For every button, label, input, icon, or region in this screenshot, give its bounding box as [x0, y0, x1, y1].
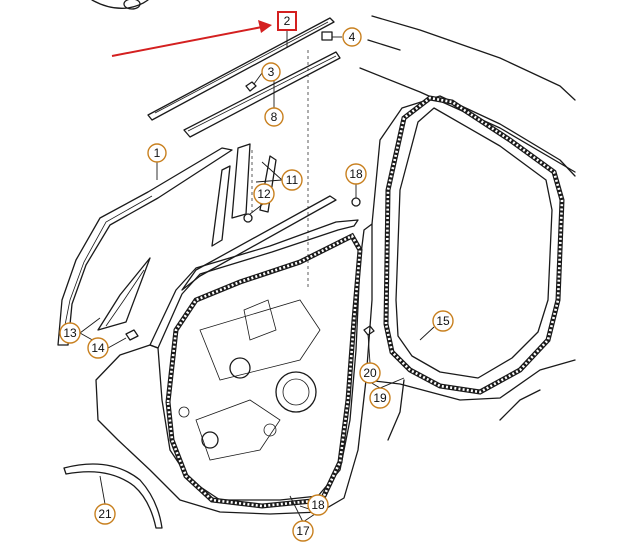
callout-3-label: 3: [268, 65, 275, 79]
callout-13[interactable]: 13: [59, 322, 81, 344]
plug-part-18-upper: [351, 197, 361, 207]
callout-11-label: 11: [286, 173, 299, 187]
callout-4[interactable]: 4: [342, 27, 362, 47]
callout-20-label: 20: [363, 366, 377, 380]
window-inner-strip: [183, 51, 341, 138]
clip-part-14: [125, 329, 139, 341]
wheel-arch-trim: [63, 463, 163, 529]
callout-21-label: 21: [98, 507, 112, 521]
plug-part-20: [363, 325, 375, 336]
door-opening-seal: [383, 95, 565, 395]
clip-part-4: [321, 31, 333, 41]
callout-11[interactable]: 11: [281, 169, 303, 191]
callout-17[interactable]: 17: [292, 520, 314, 542]
callout-2-label: 2: [284, 14, 291, 28]
callout-8[interactable]: 8: [264, 107, 284, 127]
callout-14[interactable]: 14: [87, 337, 109, 359]
callout-21[interactable]: 21: [94, 503, 116, 525]
callout-15[interactable]: 15: [432, 310, 454, 332]
callout-18-upper-label: 18: [349, 167, 363, 181]
callout-19[interactable]: 19: [369, 387, 391, 409]
pointer-arrow: [111, 20, 272, 57]
callout-4-label: 4: [349, 30, 356, 44]
callout-3[interactable]: 3: [261, 62, 281, 82]
quarter-glass-strip: [211, 143, 277, 247]
callout-1[interactable]: 1: [147, 143, 167, 163]
clip-part-3: [245, 81, 257, 92]
callout-1-label: 1: [154, 146, 161, 160]
callout-17-label: 17: [296, 524, 310, 538]
callout-20[interactable]: 20: [359, 362, 381, 384]
window-outer-strip: [147, 17, 335, 121]
callout-18-upper[interactable]: 18: [345, 163, 367, 185]
callout-18-lower-label: 18: [311, 498, 325, 512]
wheel-fragment: [91, 0, 149, 10]
screw-part-12: [243, 213, 253, 223]
callout-19-label: 19: [373, 391, 387, 405]
callout-8-label: 8: [271, 110, 278, 124]
callout-12-label: 12: [257, 187, 271, 201]
callout-18-lower[interactable]: 18: [307, 494, 329, 516]
callout-13-label: 13: [63, 326, 77, 340]
callout-12[interactable]: 12: [253, 183, 275, 205]
body-side-panel: [359, 15, 576, 441]
rear-door: [95, 195, 373, 515]
quarter-trim: [97, 257, 151, 331]
callout-15-label: 15: [436, 314, 450, 328]
window-frame-seal: [57, 147, 233, 346]
callout-2[interactable]: 2: [277, 11, 297, 31]
callout-14-label: 14: [91, 341, 105, 355]
